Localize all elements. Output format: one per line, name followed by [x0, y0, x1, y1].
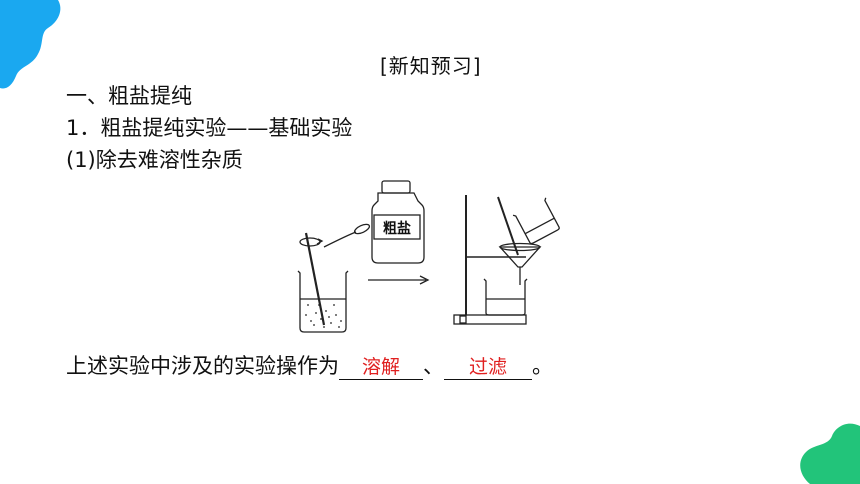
corner-blob-bottom-right	[800, 423, 860, 484]
answer-2: 过滤	[468, 356, 507, 378]
rotation-arrow-icon	[299, 237, 324, 247]
process-arrow-icon	[368, 275, 430, 285]
section-title: [新知预习]	[380, 54, 482, 78]
question-prefix: 上述实验中涉及的实验操作为	[66, 354, 339, 378]
experiment-illustration: 粗盐	[297, 180, 560, 333]
filtration-stand	[453, 195, 560, 325]
dissolving-beaker	[297, 232, 349, 333]
fill-in-question: 上述实验中涉及的实验操作为溶解 、 过滤 。	[66, 350, 553, 380]
heading-remove-insoluble: (1)除去难溶性杂质	[66, 148, 243, 172]
heading-purification: 一、粗盐提纯	[66, 84, 192, 108]
question-suffix: 。	[532, 354, 553, 378]
answer-1: 溶解	[361, 356, 400, 378]
answer-blank-2[interactable]: 过滤	[444, 355, 532, 380]
bottle-label: 粗盐	[383, 220, 411, 237]
answer-blank-1[interactable]: 溶解	[339, 355, 423, 380]
question-separator: 、	[423, 354, 444, 378]
salt-bottle	[371, 180, 425, 264]
medicine-spoon	[323, 223, 371, 248]
heading-basic-experiment: 1．粗盐提纯实验——基础实验	[66, 116, 353, 140]
corner-blob-top-left	[0, 0, 61, 89]
